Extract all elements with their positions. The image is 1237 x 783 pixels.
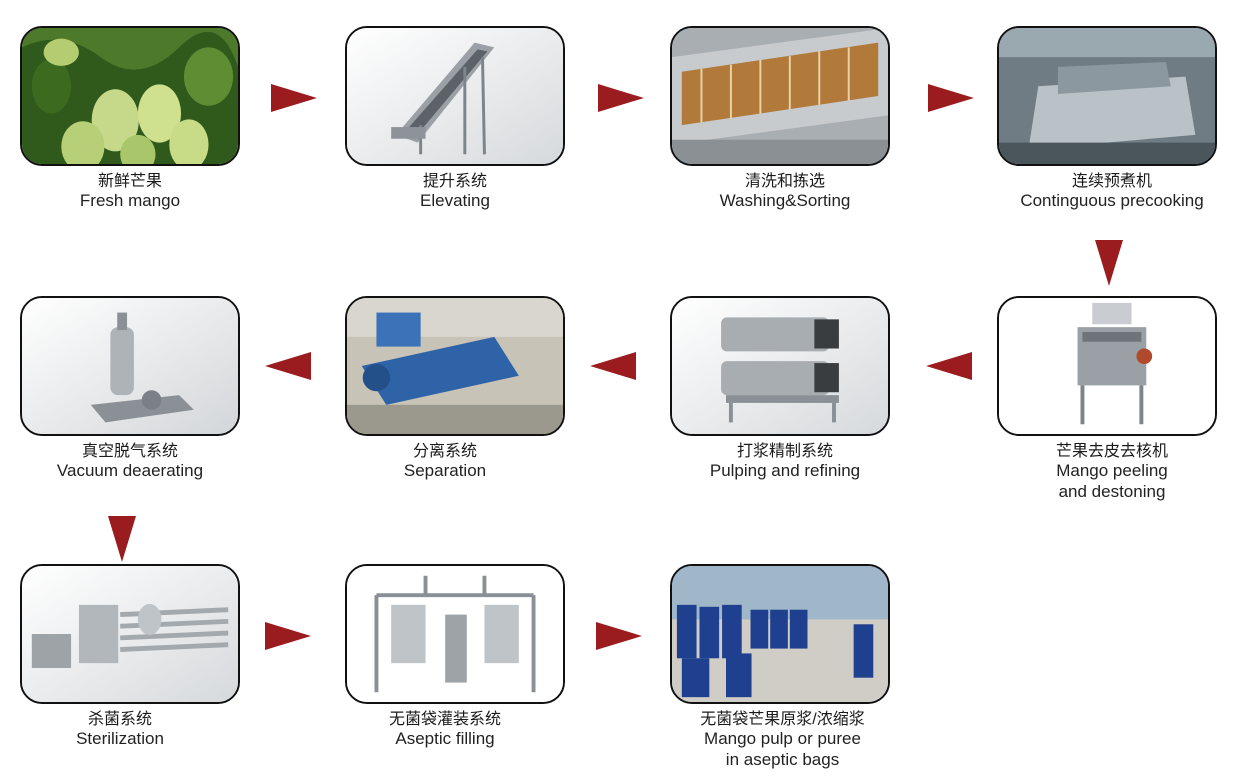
caption-en: Fresh mango bbox=[79, 191, 181, 211]
arrow-right-icon bbox=[596, 622, 642, 650]
caption-en-line2: and destoning bbox=[1058, 481, 1166, 501]
caption-precooking: 连续预煮机 Continguous precooking bbox=[992, 172, 1232, 212]
caption-washing-sorting: 清洗和拣选 Washing&Sorting bbox=[670, 172, 900, 212]
caption-en: Mango pulp or puree bbox=[704, 729, 861, 749]
caption-zh: 分离系统 bbox=[412, 443, 477, 460]
caption-en: Aseptic filling bbox=[395, 729, 495, 749]
caption-sterilization: 杀菌系统 Sterilization bbox=[10, 710, 230, 750]
caption-zh: 清洗和拣选 bbox=[744, 173, 825, 190]
image-peeling-destoning bbox=[997, 296, 1217, 436]
arrow-left-icon bbox=[590, 352, 636, 380]
caption-aseptic-filling: 无菌袋灌装系统 Aseptic filling bbox=[335, 710, 555, 750]
arrow-right-icon bbox=[271, 84, 317, 112]
image-pulping-refining bbox=[670, 296, 890, 436]
caption-en: Washing&Sorting bbox=[719, 191, 851, 211]
arrow-right-icon bbox=[598, 84, 644, 112]
caption-zh: 新鲜芒果 bbox=[97, 173, 162, 190]
caption-elevating: 提升系统 Elevating bbox=[345, 172, 565, 212]
caption-vacuum-deaerating: 真空脱气系统 Vacuum deaerating bbox=[20, 442, 240, 482]
caption-en: Continguous precooking bbox=[1020, 191, 1204, 211]
image-pulp-in-bags bbox=[670, 564, 890, 704]
image-separation bbox=[345, 296, 565, 436]
image-precooking bbox=[997, 26, 1217, 166]
caption-en-line2: in aseptic bags bbox=[725, 749, 840, 769]
caption-en: Elevating bbox=[420, 191, 490, 211]
caption-pulp-in-bags: 无菌袋芒果原浆/浓缩浆 Mango pulp or puree in asept… bbox=[670, 710, 895, 770]
caption-zh: 提升系统 bbox=[422, 173, 487, 190]
image-elevating bbox=[345, 26, 565, 166]
caption-zh: 真空脱气系统 bbox=[81, 443, 178, 460]
image-fresh-mango bbox=[20, 26, 240, 166]
caption-peeling-destoning: 芒果去皮去核机 Mango peeling and destoning bbox=[992, 442, 1232, 502]
caption-zh: 打浆精制系统 bbox=[736, 443, 833, 460]
caption-separation: 分离系统 Separation bbox=[345, 442, 545, 482]
image-aseptic-filling bbox=[345, 564, 565, 704]
caption-en: Mango peeling bbox=[1056, 461, 1168, 481]
caption-en: Vacuum deaerating bbox=[56, 461, 204, 481]
arrow-right-icon bbox=[928, 84, 974, 112]
caption-pulping-refining: 打浆精制系统 Pulping and refining bbox=[670, 442, 900, 482]
caption-zh: 无菌袋芒果原浆/浓缩浆 bbox=[700, 711, 865, 728]
arrow-left-icon bbox=[926, 352, 972, 380]
image-vacuum-deaerating bbox=[20, 296, 240, 436]
image-washing-sorting bbox=[670, 26, 890, 166]
caption-en: Sterilization bbox=[76, 729, 164, 749]
arrow-down-icon bbox=[1095, 240, 1123, 286]
caption-zh: 杀菌系统 bbox=[87, 711, 152, 728]
caption-fresh-mango: 新鲜芒果 Fresh mango bbox=[20, 172, 240, 212]
caption-zh: 无菌袋灌装系统 bbox=[388, 711, 501, 728]
arrow-right-icon bbox=[265, 622, 311, 650]
caption-zh: 连续预煮机 bbox=[1071, 173, 1152, 190]
caption-zh: 芒果去皮去核机 bbox=[1055, 443, 1168, 460]
arrow-left-icon bbox=[265, 352, 311, 380]
caption-en: Pulping and refining bbox=[709, 461, 861, 481]
image-sterilization bbox=[20, 564, 240, 704]
caption-en: Separation bbox=[403, 461, 487, 481]
arrow-down-icon bbox=[108, 516, 136, 562]
